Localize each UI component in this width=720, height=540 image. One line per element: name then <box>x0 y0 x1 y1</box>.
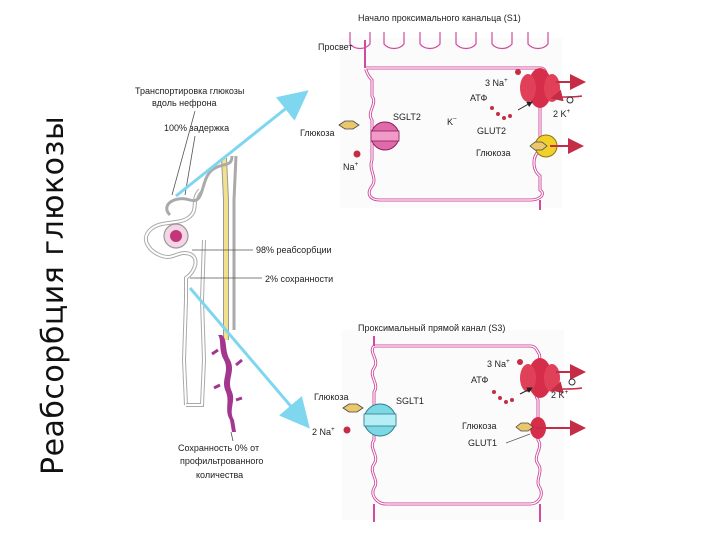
s3-title: Проксимальный прямой канал (S3) <box>358 323 505 333</box>
na-label-s1: Na+ <box>343 161 359 172</box>
k2-label-s1: 2 K+ <box>553 108 571 119</box>
panel-s3: Проксимальный прямой канал (S3) SGLT1 Гл… <box>312 323 586 522</box>
transport-label-2: вдоль нефрона <box>152 98 217 108</box>
na3-label-s1: 3 Na+ <box>485 77 508 88</box>
arrow-to-s3 <box>188 287 310 429</box>
glucose-left-label-s3: Глюкоза <box>314 392 348 402</box>
glut2-label: GLUT2 <box>477 126 506 136</box>
nephron: Транспортировка глюкозы вдоль нефрона 10… <box>135 86 333 480</box>
reabsorption-label: 98% реабсорбции <box>256 245 332 255</box>
lumen-label: Просвет <box>318 42 353 52</box>
retention-label: 2% сохранности <box>265 274 333 284</box>
bottom-label-2: профильтрованного <box>180 456 263 466</box>
collecting-duct <box>218 335 236 432</box>
delay-label: 100% задержка <box>164 123 229 133</box>
na2-label-s3: 2 Na+ <box>312 426 335 437</box>
atp-label-s1: АТФ <box>470 93 487 103</box>
na-ion-s3 <box>343 426 351 434</box>
glut1-label: GLUT1 <box>468 438 497 448</box>
glomerulus-capillaries <box>170 230 182 242</box>
glucose-molecule-left-s3 <box>342 403 364 413</box>
glucose-left-label: Глюкоза <box>300 128 334 138</box>
glucose-right-label-s3: Глюкоза <box>462 421 496 431</box>
glucose-molecule-right-s1 <box>529 141 548 151</box>
transport-label-1: Транспортировка глюкозы <box>135 86 244 96</box>
glucose-right-label-s1: Глюкоза <box>476 148 510 158</box>
na3-label-s3: 3 Na+ <box>487 358 510 369</box>
brush-border-s1 <box>349 32 549 50</box>
sglt2-label: SGLT2 <box>393 112 421 122</box>
arrow-to-s1 <box>175 90 309 198</box>
glucose-molecule-right-s3 <box>515 422 534 432</box>
glucose-molecule-left-s1 <box>338 120 360 130</box>
sglt1-label: SGLT1 <box>396 396 424 406</box>
bottom-label-1: Сохранность 0% от <box>178 443 259 453</box>
s1-title: Начало проксимального канальца (S1) <box>358 13 521 23</box>
atp-label-s3: АТФ <box>471 375 488 385</box>
panel-s1: Начало проксимального канальца (S1) Прос… <box>300 13 586 210</box>
bottom-label-3: количества <box>196 470 243 480</box>
k-minus-label-s1: K− <box>447 116 457 127</box>
k2-label-s3: 2 K+ <box>551 389 569 400</box>
na-ion-s1 <box>353 150 361 158</box>
